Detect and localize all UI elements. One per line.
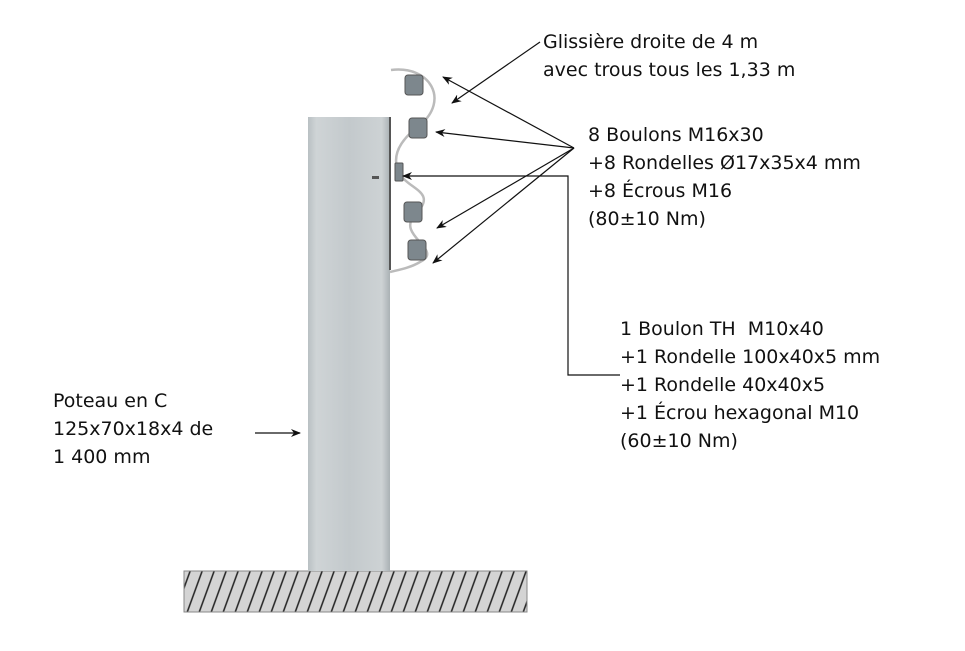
th-line: 1 Boulon TH M10x40 — [620, 318, 824, 340]
rail-line: Glissière droite de 4 m — [543, 31, 759, 53]
rail-line: avec trous tous les 1,33 m — [543, 59, 796, 81]
th-line: +1 Rondelle 100x40x5 mm — [620, 346, 881, 368]
bolts-line: +8 Rondelles Ø17x35x4 mm — [588, 152, 861, 174]
c-post — [308, 117, 390, 571]
th-line: +1 Écrou hexagonal M10 — [620, 402, 860, 424]
bolts — [394, 74, 428, 261]
post-label: Poteau en C 125x70x18x4 de 1 400 mm — [53, 387, 213, 471]
guardrail — [389, 68, 436, 274]
rail-label: Glissière droite de 4 m avec trous tous l… — [543, 28, 795, 84]
th-bolt-label: 1 Boulon TH M10x40 +1 Rondelle 100x40x5 m… — [620, 315, 880, 455]
leader-lines — [255, 41, 620, 437]
bolts-line: +8 Écrous M16 — [588, 180, 733, 202]
post-line: 125x70x18x4 de — [53, 418, 214, 440]
bolts-label: 8 Boulons M16x30 +8 Rondelles Ø17x35x4 mm… — [588, 121, 861, 233]
post-line: 1 400 mm — [53, 446, 151, 468]
ground — [183, 570, 528, 613]
bolts-line: 8 Boulons M16x30 — [588, 124, 764, 146]
th-line: +1 Rondelle 40x40x5 — [620, 374, 826, 396]
th-line: (60±10 Nm) — [620, 430, 738, 452]
bolts-line: (80±10 Nm) — [588, 208, 706, 230]
post-line: Poteau en C — [53, 390, 168, 412]
